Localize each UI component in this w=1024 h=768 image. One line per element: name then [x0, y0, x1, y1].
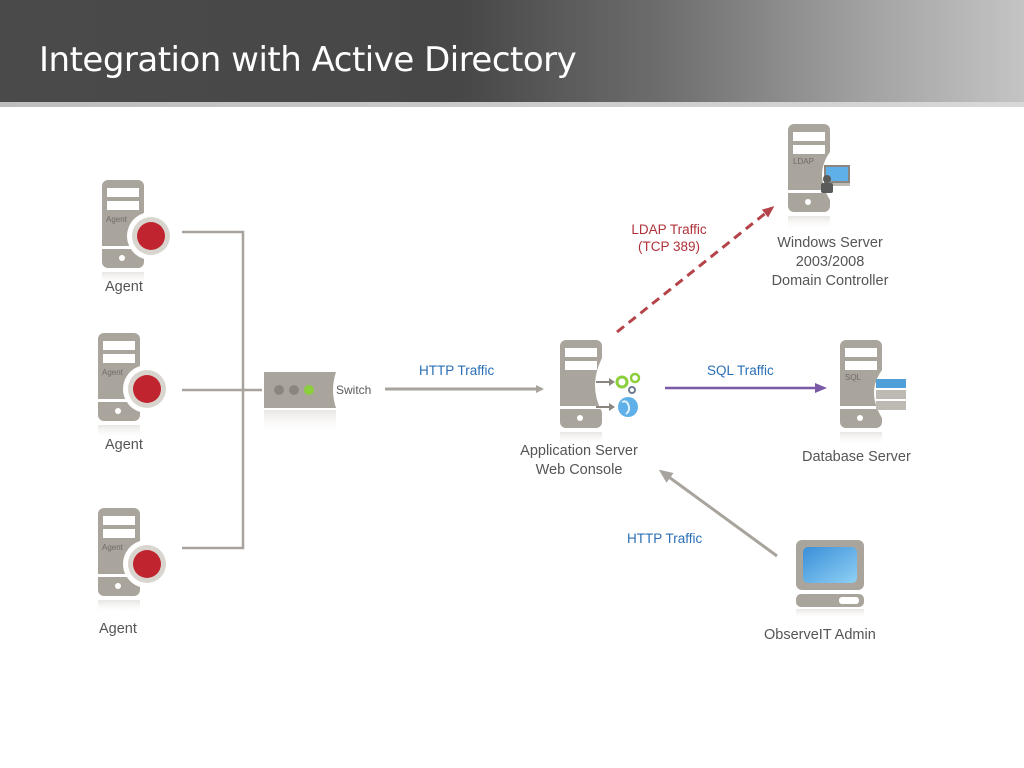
- ldap-connection-app-to-dc: [616, 206, 775, 334]
- app-server-label-line2: Web Console: [535, 462, 623, 478]
- database-server-icon: SQL: [840, 340, 912, 446]
- domain-controller-label-line2: 2003/2008: [795, 254, 865, 270]
- app-server-label-line1: Application Server: [520, 443, 638, 459]
- agent-server-icon: Agent: [98, 333, 171, 439]
- ldap-traffic-label-line1: LDAP Traffic: [631, 222, 707, 237]
- ldap-server-icon: LDAP: [788, 124, 856, 230]
- agent-label: Agent: [105, 279, 143, 295]
- svg-text:Agent: Agent: [106, 215, 128, 224]
- agent-connector-lines: [182, 230, 262, 550]
- database-server-label: Database Server: [802, 449, 911, 465]
- application-server-icon: [560, 340, 641, 446]
- slide-header: [0, 0, 1024, 102]
- switch-label: Switch: [336, 383, 372, 397]
- domain-controller-label-line3: Domain Controller: [771, 273, 889, 289]
- admin-computer-icon: [796, 540, 864, 619]
- http-traffic-label: HTTP Traffic: [419, 363, 495, 378]
- agent-label: Agent: [105, 437, 143, 453]
- svg-text:LDAP: LDAP: [793, 157, 814, 166]
- admin-label: ObserveIT Admin: [764, 627, 876, 643]
- agent-server-icon: Agent: [98, 508, 171, 614]
- domain-controller-label: Windows Server 2003/2008 Domain Controll…: [760, 234, 900, 291]
- svg-text:Agent: Agent: [102, 368, 124, 377]
- svg-text:SQL: SQL: [845, 373, 862, 382]
- header-divider: [0, 102, 1024, 107]
- ldap-traffic-label-line2: (TCP 389): [637, 239, 701, 254]
- http-traffic-admin-label: HTTP Traffic: [627, 531, 703, 546]
- ldap-traffic-label: LDAP Traffic (TCP 389): [624, 221, 714, 255]
- agent-label: Agent: [99, 621, 137, 637]
- svg-text:Agent: Agent: [102, 543, 124, 552]
- domain-controller-label-line1: Windows Server: [777, 235, 883, 251]
- agent-server-icon: Agent: [102, 180, 175, 286]
- network-switch-icon: [264, 372, 336, 436]
- app-server-label: Application Server Web Console: [508, 442, 650, 480]
- sql-traffic-label: SQL Traffic: [707, 363, 774, 378]
- http-connection-admin-to-app: [658, 469, 778, 558]
- slide-title: Integration with Active Directory: [39, 40, 577, 80]
